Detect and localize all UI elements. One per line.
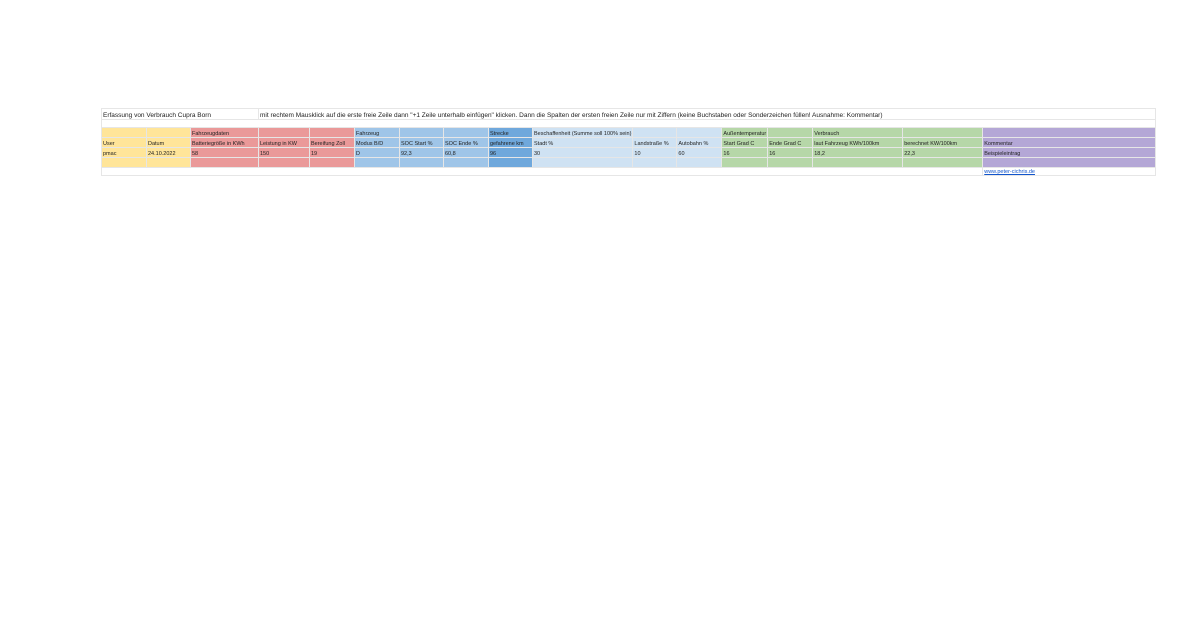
- empty-cell[interactable]: [902, 157, 984, 168]
- column-header[interactable]: berechnet KW/100km: [902, 137, 984, 148]
- cell[interactable]: [902, 127, 984, 138]
- column-header[interactable]: Leistung in KW: [258, 137, 310, 148]
- group-strecke[interactable]: Strecke: [488, 127, 533, 138]
- data-cell[interactable]: 16: [767, 147, 814, 158]
- empty-cell[interactable]: [258, 157, 310, 168]
- data-cell[interactable]: 60,8: [443, 147, 489, 158]
- cell[interactable]: [309, 127, 355, 138]
- cell[interactable]: [982, 127, 1157, 138]
- data-cell[interactable]: 24.10.2022: [146, 147, 191, 158]
- cell[interactable]: [399, 127, 444, 138]
- column-header[interactable]: Datum: [146, 137, 191, 148]
- data-cell[interactable]: Beispieleintrag: [982, 147, 1157, 158]
- cell[interactable]: [258, 127, 310, 138]
- data-cell[interactable]: 16: [721, 147, 769, 158]
- empty-cell[interactable]: [146, 157, 191, 168]
- data-cell[interactable]: 96: [488, 147, 533, 158]
- column-header[interactable]: Ende Grad C: [767, 137, 814, 148]
- data-cell[interactable]: 150: [258, 147, 310, 158]
- cell[interactable]: [767, 127, 814, 138]
- blank-cell[interactable]: [100, 167, 984, 176]
- data-cell[interactable]: 18,2: [812, 147, 904, 158]
- cell[interactable]: [443, 127, 489, 138]
- empty-cell[interactable]: [721, 157, 769, 168]
- link-cell[interactable]: www.peter-cichris.de: [982, 167, 1157, 176]
- empty-cell[interactable]: [531, 157, 634, 168]
- empty-cell[interactable]: [399, 157, 444, 168]
- website-link[interactable]: www.peter-cichris.de: [984, 169, 1035, 175]
- data-cell[interactable]: 60: [676, 147, 723, 158]
- column-header[interactable]: Start Grad C: [721, 137, 769, 148]
- column-header[interactable]: Bereifung Zoll: [309, 137, 355, 148]
- data-cell[interactable]: D: [354, 147, 400, 158]
- data-cell[interactable]: 30: [531, 147, 634, 158]
- column-header[interactable]: Kommentar: [982, 137, 1157, 148]
- group-verbrauch[interactable]: Verbrauch: [812, 127, 904, 138]
- group-fahrzeugdaten[interactable]: Fahrzeugdaten: [190, 127, 259, 138]
- empty-cell[interactable]: [676, 157, 723, 168]
- empty-cell[interactable]: [309, 157, 355, 168]
- cell[interactable]: [101, 127, 147, 138]
- column-header[interactable]: Autobahn %: [676, 137, 723, 148]
- instruction-note[interactable]: mit rechtem Mausklick auf die erste frei…: [257, 108, 1157, 120]
- empty-cell[interactable]: [632, 157, 678, 168]
- empty-cell[interactable]: [767, 157, 814, 168]
- cell[interactable]: [676, 127, 723, 138]
- data-cell[interactable]: 92,3: [399, 147, 444, 158]
- data-cell[interactable]: 19: [309, 147, 355, 158]
- empty-cell[interactable]: [101, 157, 147, 168]
- data-cell[interactable]: pmac: [101, 147, 147, 158]
- column-header[interactable]: Stadt %: [531, 137, 634, 148]
- data-cell[interactable]: 22,3: [902, 147, 984, 158]
- column-header[interactable]: SOC Start %: [399, 137, 444, 148]
- cell[interactable]: [632, 127, 678, 138]
- column-header[interactable]: gefahrene km: [488, 137, 533, 148]
- empty-cell[interactable]: [488, 157, 533, 168]
- blank-row[interactable]: [100, 119, 1157, 128]
- group-beschaffenheit[interactable]: Beschaffenheit (Summe soll 100% sein): [531, 127, 634, 138]
- column-header[interactable]: laut Fahrzeug KWh/100km: [812, 137, 904, 148]
- column-header[interactable]: Landstraße %: [632, 137, 678, 148]
- cell[interactable]: [146, 127, 191, 138]
- column-header[interactable]: User: [101, 137, 147, 148]
- sheet-title[interactable]: Erfassung von Verbrauch Cupra Born: [101, 108, 259, 120]
- empty-cell[interactable]: [982, 157, 1157, 168]
- column-header[interactable]: Modus B/D: [354, 137, 400, 148]
- data-cell[interactable]: 58: [190, 147, 259, 158]
- group-fahrzeug[interactable]: Fahrzeug: [354, 127, 400, 138]
- group-temp[interactable]: Außentemperatur: [721, 127, 769, 138]
- empty-cell[interactable]: [190, 157, 259, 168]
- empty-cell[interactable]: [354, 157, 400, 168]
- column-header[interactable]: Batteriegröße in KWh: [190, 137, 259, 148]
- empty-cell[interactable]: [812, 157, 904, 168]
- column-header[interactable]: SOC Ende %: [443, 137, 489, 148]
- data-cell[interactable]: 10: [632, 147, 678, 158]
- empty-cell[interactable]: [443, 157, 489, 168]
